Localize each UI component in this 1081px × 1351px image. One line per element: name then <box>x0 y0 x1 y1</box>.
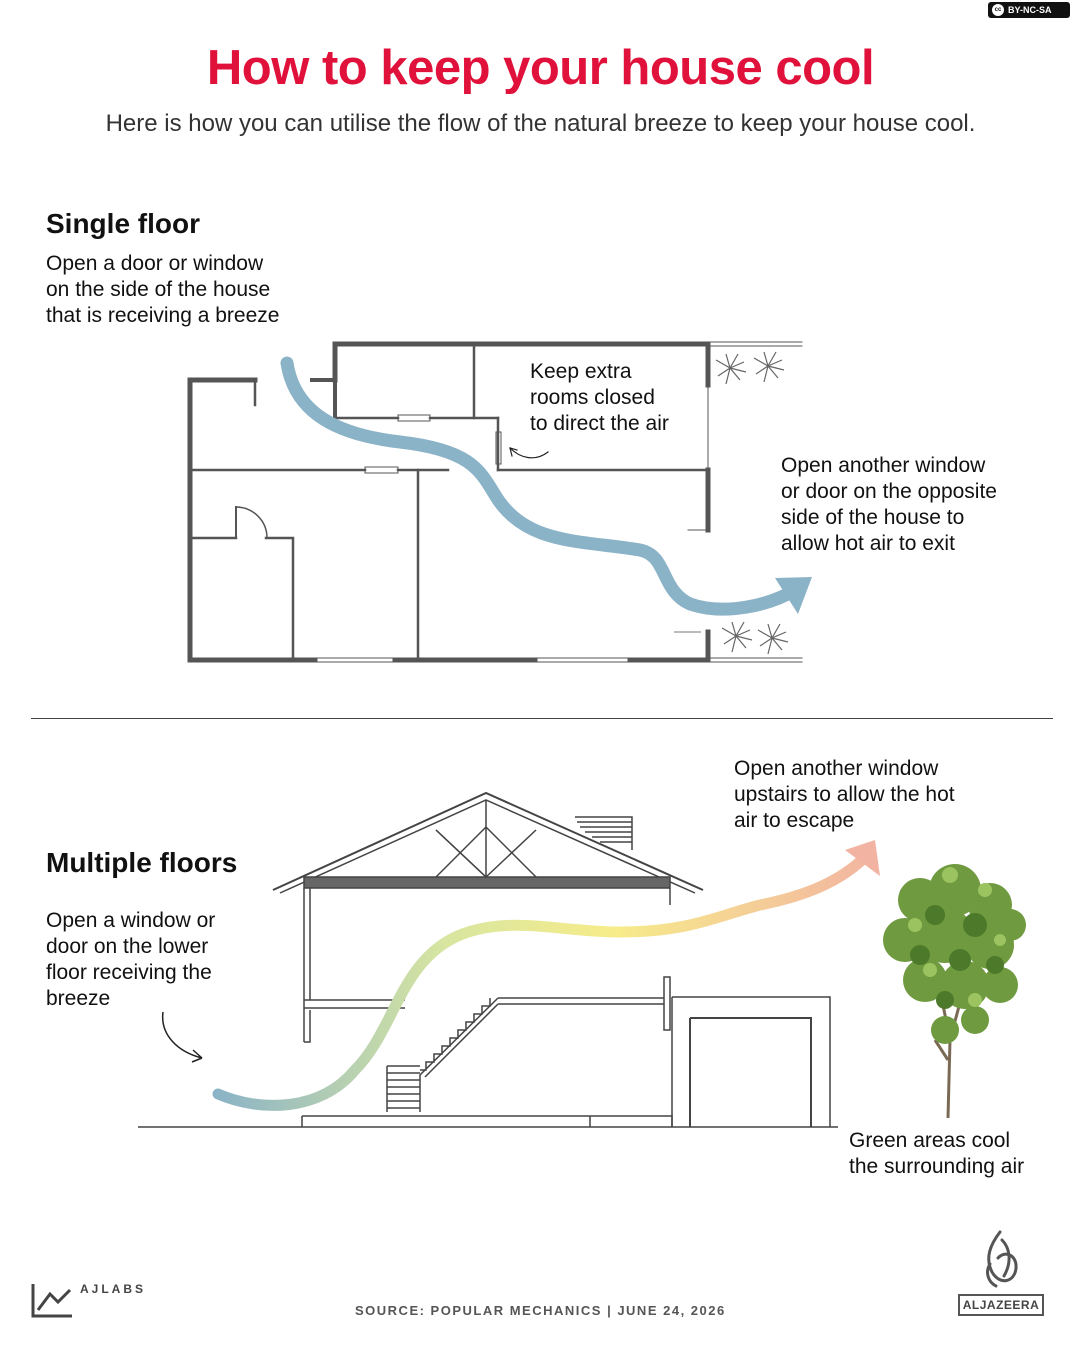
single-floor-plan <box>187 341 803 663</box>
note-line: on the side of the house <box>46 278 271 301</box>
note-line: breeze <box>46 987 111 1010</box>
note-open-opposite-side: Open another window or door on the oppos… <box>781 453 997 557</box>
note-line: the surrounding air <box>849 1155 1025 1178</box>
note-line: floor receiving the <box>46 961 212 984</box>
cc-icon: cc <box>992 4 1004 16</box>
aljazeera-brand: ALJAZEERA <box>955 1292 1047 1316</box>
note-line: rooms closed <box>530 386 655 409</box>
note-keep-rooms-closed: Keep extra rooms closed to direct the ai… <box>530 359 669 437</box>
note-line: allow hot air to exit <box>781 532 955 555</box>
note-line: or door on the opposite <box>781 480 997 503</box>
note-line: Green areas cool <box>849 1129 1011 1152</box>
section-divider <box>31 718 1053 719</box>
note-line: door on the lower <box>46 935 209 958</box>
note-line: side of the house to <box>781 506 965 529</box>
curved-arrow-icon <box>162 1011 203 1063</box>
note-line: Open another window <box>781 454 986 477</box>
aljazeera-logo-icon <box>986 1230 1018 1288</box>
page-title: How to keep your house cool <box>206 41 875 95</box>
page-subtitle: Here is how you can utilise the flow of … <box>105 110 976 137</box>
multiple-floors-heading: Multiple floors <box>46 847 238 878</box>
airflow-arrow-multi <box>212 840 880 1111</box>
note-line: that is receiving a breeze <box>46 304 280 327</box>
single-floor-heading: Single floor <box>46 208 200 239</box>
house-section-drawing <box>138 791 838 1128</box>
note-upstairs-window: Open another window upstairs to allow th… <box>734 756 955 834</box>
note-line: Open a door or window <box>46 252 264 275</box>
note-lower-floor: Open a window or door on the lower floor… <box>46 908 215 1012</box>
ajlabs-label: AJLABS <box>80 1282 147 1296</box>
license-text: BY-NC-SA <box>1008 5 1052 15</box>
license-badge: cc BY-NC-SA <box>988 2 1070 18</box>
note-open-breeze-side: Open a door or window on the side of the… <box>46 251 279 329</box>
note-green-areas: Green areas cool the surrounding air <box>849 1128 1024 1180</box>
plant-icon <box>715 351 789 655</box>
note-line: Keep extra <box>530 360 632 383</box>
tree-icon <box>883 864 1026 1119</box>
note-line: to direct the air <box>530 412 669 435</box>
airflow-arrow-single <box>280 356 812 616</box>
aljazeera-wordmark: ALJAZEERA <box>957 1294 1045 1316</box>
source-line: SOURCE: POPULAR MECHANICS | JUNE 24, 202… <box>355 1303 726 1318</box>
note-line: Open a window or <box>46 909 216 932</box>
note-line: upstairs to allow the hot <box>734 783 955 806</box>
ajlabs-brand: AJLABS <box>30 1282 146 1306</box>
ajlabs-logo-icon <box>31 1284 72 1318</box>
note-line: Open another window <box>734 757 939 780</box>
note-line: air to escape <box>734 809 855 832</box>
